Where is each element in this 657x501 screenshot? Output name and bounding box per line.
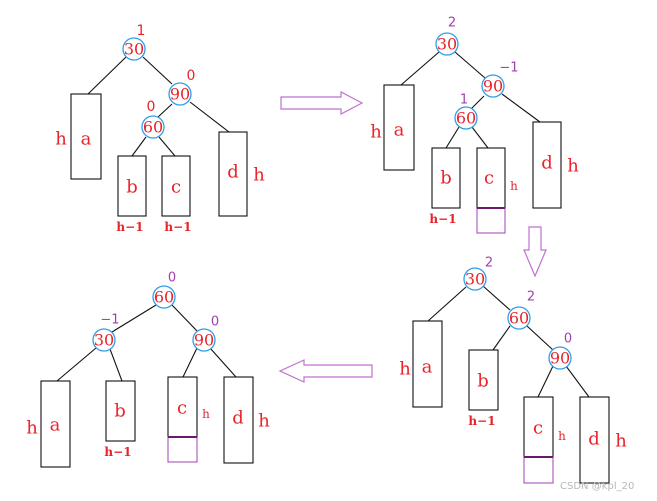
node-label: 30: [437, 35, 457, 54]
arrow-right-icon: [280, 91, 364, 115]
subtree-a: a h: [399, 320, 443, 408]
node-label: a: [81, 129, 92, 150]
node-label: c: [177, 398, 187, 419]
node-label: d: [227, 162, 239, 183]
balance-factor: 0: [211, 315, 219, 330]
tree-node-90: 90: [481, 74, 505, 98]
subtree-c: c h: [476, 147, 518, 234]
height-label: h−1: [116, 220, 143, 234]
balance-factor: 2: [448, 16, 456, 31]
node-label: b: [114, 401, 126, 422]
subtree-d: d h: [218, 131, 265, 217]
node-label: b: [477, 371, 489, 392]
node-label: d: [232, 408, 244, 429]
balance-factor: 0: [168, 271, 176, 286]
node-label: 60: [154, 288, 174, 307]
node-label: a: [394, 120, 405, 141]
node-label: 30: [465, 270, 485, 289]
arrow-left-icon: [278, 359, 373, 383]
node-label: 30: [94, 331, 114, 350]
tree-node-60: 60: [507, 306, 531, 330]
balance-factor: 1: [460, 93, 468, 108]
tree-node-90: 90: [548, 346, 572, 370]
node-label: d: [541, 153, 553, 174]
panel-4: a h b h−1 c h d h 60 0 30 −1: [26, 271, 270, 468]
node-label: 30: [124, 40, 144, 59]
tree-node-30: 30: [122, 37, 146, 61]
subtree-b: b h−1: [468, 349, 499, 428]
height-label: h: [510, 179, 518, 193]
node-label: b: [440, 168, 452, 189]
subtree-d: d h: [532, 121, 579, 209]
subtree-d: d h: [579, 396, 627, 484]
node-label: c: [533, 418, 543, 439]
height-label: h: [253, 165, 265, 186]
panel-2: a h b h−1 c h d h 30 2 90 −1: [370, 16, 579, 234]
subtree-b: b h−1: [116, 155, 147, 234]
arrow-down-icon: [523, 226, 547, 278]
tree-node-90: 90: [192, 328, 216, 352]
tree-node-30: 30: [463, 267, 487, 291]
subtree-c: c h: [167, 376, 210, 463]
height-label: h−1: [164, 220, 191, 234]
node-label: a: [50, 415, 61, 436]
height-label: h: [558, 429, 566, 443]
height-label: h−1: [104, 445, 131, 459]
subtree-a: a h: [370, 84, 415, 171]
node-label: c: [171, 177, 181, 198]
tree-node-60: 60: [141, 115, 165, 139]
balance-factor: 0: [147, 99, 156, 115]
balance-factor: 2: [527, 290, 535, 305]
height-label: h: [55, 129, 67, 150]
height-label: h: [399, 359, 411, 380]
watermark-text: CSDN @kpl_20: [560, 481, 634, 492]
subtree-d: d h: [223, 376, 270, 464]
node-label: 60: [456, 109, 476, 128]
node-label: a: [422, 357, 433, 378]
subtree-b: b h−1: [429, 147, 461, 226]
height-label: h: [258, 411, 270, 432]
height-label: h: [370, 122, 382, 143]
node-label: 90: [194, 331, 214, 350]
balance-factor: −1: [100, 313, 119, 328]
subtree-c: c h−1: [161, 155, 192, 234]
panel-3: a h b h−1 c h d h 30 2 60 2: [399, 256, 627, 484]
node-label: 90: [483, 77, 503, 96]
height-label: h−1: [429, 212, 456, 226]
balance-factor: 2: [485, 256, 493, 271]
panel-1: a h b h−1 c h−1 d h 30 1 90 0: [55, 23, 265, 234]
node-label: 60: [143, 118, 163, 137]
subtree-a: a h: [26, 380, 71, 468]
balance-factor: 0: [564, 332, 572, 347]
height-label: h−1: [468, 414, 495, 428]
height-label: h: [615, 431, 627, 452]
height-label: h: [26, 418, 38, 439]
balance-factor: 1: [137, 23, 146, 39]
node-label: 90: [170, 85, 190, 104]
subtree-c: c h: [523, 396, 566, 484]
node-label: 60: [509, 309, 529, 328]
tree-node-60: 60: [152, 285, 176, 309]
node-label: 90: [550, 349, 570, 368]
balance-factor: −1: [499, 61, 518, 76]
tree-node-30: 30: [435, 32, 459, 56]
node-label: d: [588, 429, 600, 450]
height-label: h: [567, 156, 579, 177]
height-label: h: [202, 407, 210, 421]
balance-factor: 0: [187, 68, 196, 84]
node-label: c: [484, 168, 494, 189]
tree-node-30: 30: [92, 328, 116, 352]
subtree-b: b h−1: [104, 380, 136, 459]
subtree-a: a h: [55, 93, 102, 180]
tree-node-90: 90: [168, 82, 192, 106]
node-label: b: [126, 177, 138, 198]
tree-node-60: 60: [454, 106, 478, 130]
